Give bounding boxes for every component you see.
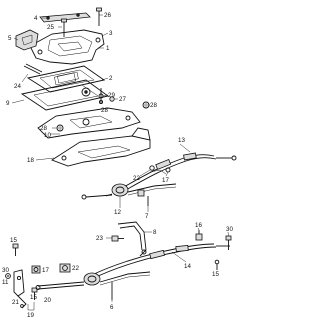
cable-part-14: [89, 243, 230, 280]
callout-11: 11: [2, 279, 9, 286]
callout-24: 24: [14, 83, 21, 90]
callout-20: 20: [44, 297, 51, 304]
callout-9: 9: [6, 100, 10, 107]
callout-17-lower: 17: [42, 267, 49, 274]
callout-6: 6: [110, 304, 114, 311]
cable-grommet-part-6: [83, 272, 101, 286]
bushing-part-17: [31, 265, 41, 274]
callout-1: 1: [106, 45, 110, 52]
bolt-part-15-mid: [31, 287, 38, 300]
bolt-part-25: [61, 18, 67, 37]
cable-rod-part-7: [127, 183, 177, 206]
mounting-bracket-part: [29, 29, 105, 65]
bolt-part-26: [96, 7, 102, 26]
callout-30-right: 30: [226, 226, 233, 233]
callout-4: 4: [34, 15, 38, 22]
parts-diagram: 4 26 25 3 5 1 24 2 9 29 27 28 28 28 10 1…: [2, 7, 237, 319]
clamp-part-5: [15, 29, 39, 51]
clip-part-21: [17, 295, 27, 309]
callout-2: 2: [109, 75, 113, 82]
bolt-part-23: [111, 235, 124, 242]
gasket-part-2: [26, 65, 106, 93]
callout-8: 8: [153, 229, 157, 236]
callout-19: 19: [27, 312, 34, 319]
bushing-part-22: [59, 263, 71, 273]
cover-plate-part: [39, 12, 91, 23]
callout-18: 18: [27, 157, 34, 164]
cable-rod-part-6: [99, 271, 151, 300]
leader-lines: [11, 14, 229, 302]
callout-13: 13: [178, 137, 185, 144]
callout-12: 12: [114, 209, 121, 216]
callout-5: 5: [8, 35, 12, 42]
callout-15-right: 15: [212, 271, 219, 278]
callout-7: 7: [145, 213, 149, 220]
callout-22-upper: 22: [133, 175, 140, 182]
pin-part-15-right: [214, 259, 220, 270]
spring-pin-24: [23, 63, 43, 75]
callout-23: 23: [96, 235, 103, 242]
callout-21: 21: [12, 299, 19, 306]
lower-bracket-part-10: [37, 107, 141, 139]
link-rod-part-20: [35, 281, 85, 290]
callout-29: 29: [108, 92, 115, 99]
nut-part-30-left: [5, 273, 11, 279]
callout-14: 14: [184, 263, 191, 270]
mount-bracket-part-18: [51, 127, 151, 167]
callout-26: 26: [104, 12, 111, 19]
cable-part-13: [121, 152, 237, 192]
cable-grommet-part-12: [81, 183, 129, 200]
callout-17-upper: 17: [162, 177, 169, 184]
callout-16: 16: [195, 222, 202, 229]
callout-3: 3: [109, 30, 113, 37]
callout-15-left: 15: [10, 237, 17, 244]
bolt-part-30-right: [225, 235, 232, 250]
lever-part-11: [13, 269, 25, 297]
clip-part-16: [195, 230, 203, 241]
washer-part-28-left: [56, 124, 64, 132]
bolt-part-15-left: [12, 243, 19, 256]
callout-25: 25: [47, 24, 54, 31]
nut-part-29: [98, 88, 104, 105]
bracket-19-lines: [27, 302, 35, 311]
callout-15-mid: 15: [30, 294, 37, 301]
callout-22-lower: 22: [72, 265, 79, 272]
seal-plate-part-9: [20, 79, 110, 111]
callout-28-top: 28: [101, 107, 108, 114]
callout-28-left: 28: [40, 125, 47, 132]
callout-10: 10: [44, 132, 51, 139]
cable-bracket-part-8: [117, 221, 147, 257]
callout-27: 27: [119, 96, 126, 103]
callout-labels: 4 26 25 3 5 1 24 2 9 29 27 28 28 28 10 1…: [2, 12, 233, 319]
callout-30-left: 30: [2, 267, 9, 274]
callout-28-right: 28: [150, 102, 157, 109]
